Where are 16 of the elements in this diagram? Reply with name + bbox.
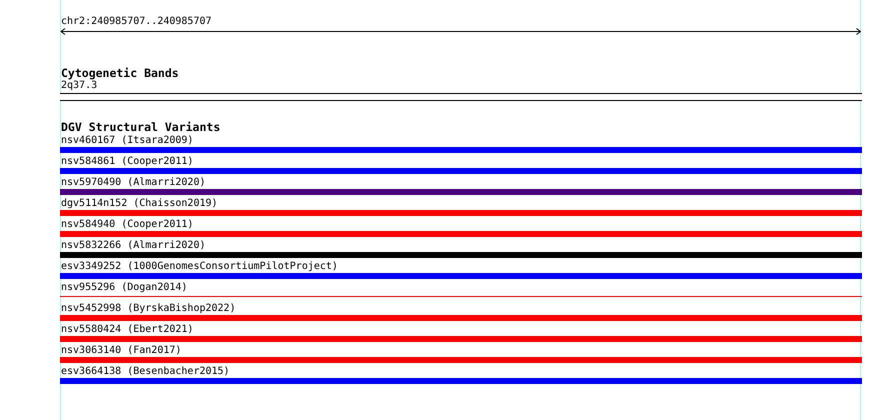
variant-label: nsv5970490 (Almarri2020): [61, 176, 206, 188]
variant-label: esv3349252 (1000GenomesConsortiumPilotProject): [61, 260, 338, 272]
variant-label: dgv5114n152 (Chaisson2019): [61, 198, 218, 210]
variant-label: nsv584861 (Cooper2011): [61, 156, 194, 168]
variant-label: nsv584940 (Cooper2011): [61, 218, 194, 230]
variant-label: nsv955296 (Dogan2014): [61, 282, 188, 294]
variant-label: nsv5832266 (Almarri2020): [61, 240, 206, 252]
track-heading: DGV Structural Variants: [61, 120, 220, 134]
variant-label: nsv5580424 (Ebert2021): [61, 324, 194, 336]
variant-label: nsv5452998 (ByrskaBishop2022): [61, 302, 236, 314]
variant-label: esv3664138 (Besenbacher2015): [61, 366, 230, 378]
location-label: chr2:240985707..240985707: [61, 16, 212, 28]
variant-label: nsv460167 (Itsara2009): [61, 134, 194, 146]
variant-label: nsv3063140 (Fan2017): [61, 344, 182, 356]
track-heading: Cytogenetic Bands: [61, 66, 179, 80]
band-label: 2q37.3: [61, 80, 98, 92]
